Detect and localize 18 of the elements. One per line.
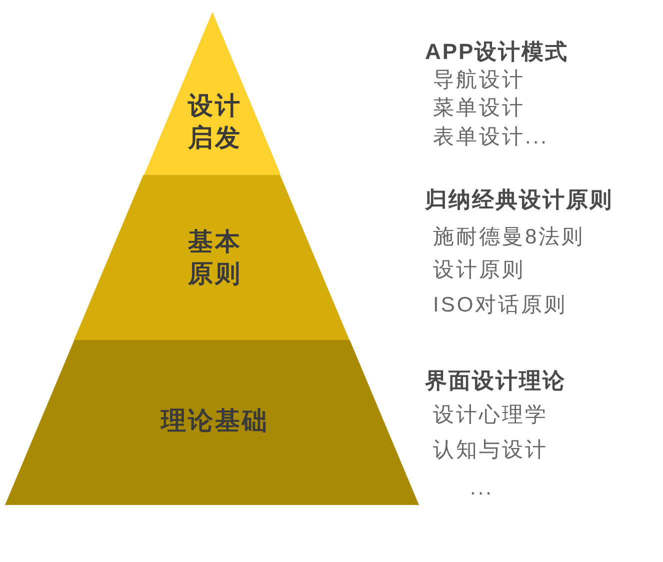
- list-heading: APP设计模式: [425, 41, 569, 63]
- pyramid-tier: [74, 175, 350, 340]
- list-item: 设计原则: [433, 260, 525, 280]
- list-heading: 归纳经典设计原则: [425, 189, 613, 211]
- pyramid-tier: [5, 340, 419, 505]
- list-item: 菜单设计: [433, 98, 525, 118]
- list-item: 导航设计: [433, 70, 525, 90]
- list-item: ISO对话原则: [433, 294, 568, 316]
- tier-label: 理论基础: [161, 406, 269, 437]
- list-item: 认知与设计: [433, 440, 548, 460]
- tier-label: 设计启发: [186, 91, 243, 154]
- list-item: 设计心理学: [433, 404, 548, 426]
- list-heading: 界面设计理论: [425, 370, 566, 392]
- list-item: 表单设计...: [433, 126, 549, 148]
- list-item: 施耐德曼8法则: [433, 226, 585, 248]
- tier-label: 基本原则: [186, 227, 243, 290]
- list-item: ...: [470, 478, 494, 498]
- pyramid-tier: [144, 12, 280, 175]
